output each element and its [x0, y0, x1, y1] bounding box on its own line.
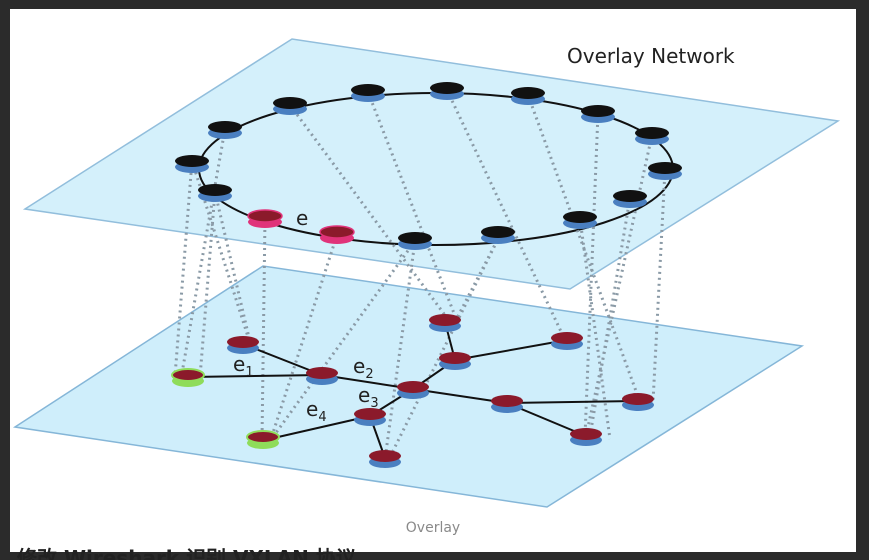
overlay-node [563, 211, 597, 229]
edge-label-e4: e4 [306, 397, 327, 425]
physical-node [551, 332, 583, 350]
overlay-node [613, 190, 647, 208]
physical-node [306, 367, 338, 385]
edge-label-e3-base: e [358, 383, 370, 407]
overlay-node [430, 82, 464, 100]
edge-label-e3: e3 [358, 383, 379, 411]
physical-node [491, 395, 523, 413]
edge-label-e3-sub: 3 [370, 396, 378, 411]
overlay-node-highlighted [319, 225, 355, 244]
overlay-node [273, 97, 307, 115]
physical-node [397, 381, 429, 399]
edge-label-e4-sub: 4 [318, 410, 326, 425]
physical-node [570, 428, 602, 446]
edge-label-e2-sub: 2 [365, 367, 373, 382]
overlay-node [648, 162, 682, 180]
edge-label-e1: e1 [233, 352, 254, 380]
physical-endpoint-node [171, 368, 205, 387]
overlay-node [581, 105, 615, 123]
edge-label-e4-base: e [306, 397, 318, 421]
overlay-node-highlighted [247, 209, 283, 228]
section-heading-partial: 修改 Wireshark 识别 VXLAN 协议 [17, 547, 356, 560]
overlay-diagram: Overlay Network e e1 e2 e3 e4 [12, 38, 841, 508]
overlay-node [351, 84, 385, 102]
overlay-node [511, 87, 545, 105]
physical-nodes [171, 314, 654, 468]
physical-node [354, 408, 386, 426]
overlay-plane [22, 38, 841, 290]
figure-caption: Overlay [405, 520, 461, 536]
overlay-nodes [175, 82, 682, 250]
edge-label-e2: e2 [353, 354, 374, 382]
physical-node [439, 352, 471, 370]
overlay-node [481, 226, 515, 244]
overlay-node [635, 127, 669, 145]
overlay-node [208, 121, 242, 139]
overlay-node [175, 155, 209, 173]
overlay-node [398, 232, 432, 250]
diagram-title: Overlay Network [567, 44, 735, 68]
physical-node [369, 450, 401, 468]
physical-node [622, 393, 654, 411]
physical-node [227, 336, 259, 354]
edge-label-e1-base: e [233, 352, 245, 376]
edge-label-e: e [296, 206, 308, 230]
physical-node [429, 314, 461, 332]
physical-endpoint-node [246, 430, 280, 449]
overlay-node [198, 184, 232, 202]
figure-frame: Overlay Network e e1 e2 e3 e4 Overlay [10, 9, 856, 552]
edge-label-e2-base: e [353, 354, 365, 378]
edge-label-e1-sub: 1 [245, 365, 253, 380]
